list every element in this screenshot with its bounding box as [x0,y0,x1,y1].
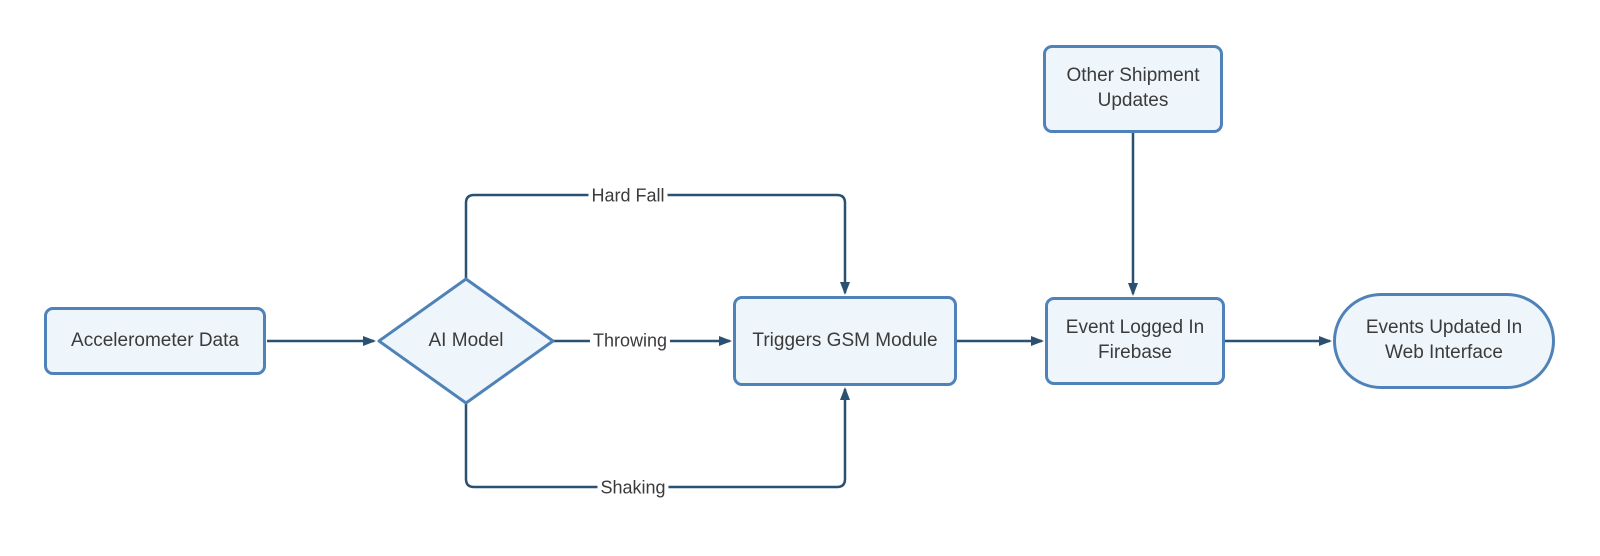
node-accelerometer-data: Accelerometer Data [44,307,266,375]
node-other-shipment-updates-label: Other Shipment Updates [1066,65,1200,111]
edge-label-shaking: Shaking [597,477,669,499]
node-events-updated-in-web-interface-label: Events Updated In Web Interface [1365,317,1523,363]
node-other-shipment-updates: Other Shipment Updates [1043,45,1223,133]
node-event-logged-in-firebase: Event Logged In Firebase [1045,297,1225,385]
node-events-updated-in-web-interface: Events Updated In Web Interface [1333,293,1555,389]
node-event-logged-in-firebase-label: Event Logged In Firebase [1065,317,1205,363]
node-ai-model-shape [377,277,555,405]
edge-label-hard-fall: Hard Fall [588,185,668,207]
node-ai-model-label: AI Model [428,330,504,351]
edge-label-throwing: Throwing [589,330,671,352]
node-triggers-gsm-module: Triggers GSM Module [733,296,957,386]
node-triggers-gsm-module-label: Triggers GSM Module [752,329,938,351]
node-accelerometer-data-label: Accelerometer Data [71,329,239,351]
edge-ai-model-to-triggers-hard-fall [464,193,850,295]
edge-ai-model-to-triggers-shaking [464,387,850,489]
